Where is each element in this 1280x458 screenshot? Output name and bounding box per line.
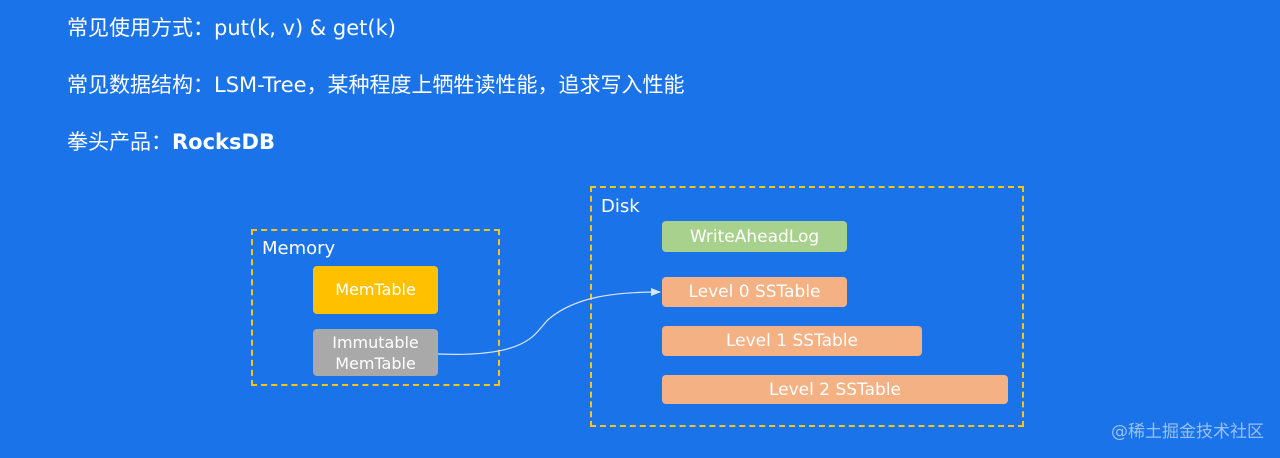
memtable-label: MemTable <box>335 280 416 299</box>
level1-sstable-box: Level 1 SSTable <box>662 326 922 356</box>
memory-label: Memory <box>262 238 336 259</box>
usage-line: 常见使用方式：put(k, v) & get(k) <box>67 16 396 40</box>
immutable-memtable-box: Immutable MemTable <box>313 329 438 376</box>
product-line: 拳头产品：RocksDB <box>67 128 275 156</box>
level1-label: Level 1 SSTable <box>725 331 859 351</box>
immutable-label-line2: MemTable <box>335 353 416 373</box>
data-structure-line: 常见数据结构：LSM-Tree，某种程度上牺牲读性能，追求写入性能 <box>67 73 685 97</box>
write-ahead-log-box: WriteAheadLog <box>662 221 847 252</box>
level2-sstable-box: Level 2 SSTable <box>662 375 1008 404</box>
level0-label: Level 0 SSTable <box>688 282 821 302</box>
product-prefix: 拳头产品： <box>67 130 172 154</box>
wal-label: WriteAheadLog <box>689 226 820 247</box>
immutable-label-line1: Immutable <box>332 332 419 352</box>
level2-label: Level 2 SSTable <box>768 379 902 400</box>
memtable-box: MemTable <box>313 266 438 314</box>
level0-sstable-box: Level 0 SSTable <box>662 277 847 307</box>
product-name: RocksDB <box>172 130 275 154</box>
disk-label: Disk <box>601 196 640 217</box>
watermark-text: @稀土掘金技术社区 <box>1111 422 1264 442</box>
